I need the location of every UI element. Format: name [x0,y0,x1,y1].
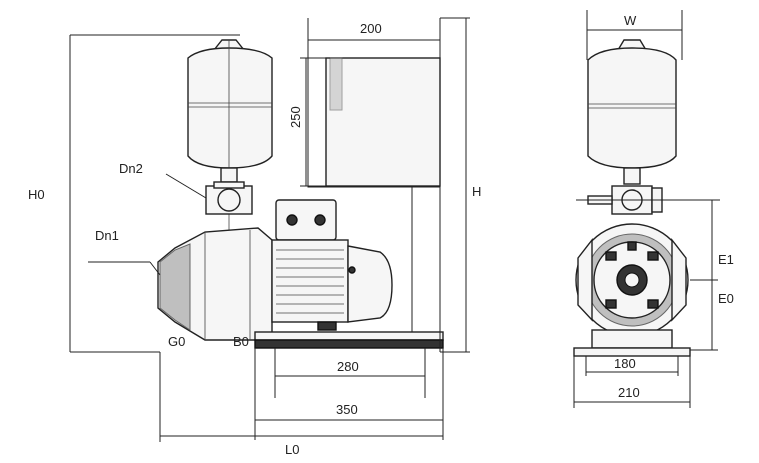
l0-label: L0 [285,442,299,457]
valve-dn2: Dn2 [119,161,253,215]
pump-body: Dn1 [88,227,273,341]
side-base: 180 210 [573,329,691,408]
side-tank [587,39,677,185]
h0-dimension: H0 [28,34,240,353]
h0-label: H0 [28,187,45,202]
side-view: W [573,10,734,408]
top-width-dimension: 200 [360,21,382,36]
side-inner-dimension: 180 [614,356,636,371]
side-pump-face [575,223,689,337]
motor-fins [276,249,344,314]
front-view: H0 Dn2 Dn1 [28,17,481,457]
dn1-label: Dn1 [95,228,119,243]
e1-label: E1 [718,252,734,267]
motor [271,199,393,331]
side-outer-dimension: 210 [618,385,640,400]
g0-label: G0 [168,334,185,349]
e-dimensions: E1 E0 [690,200,734,351]
expansion-tank [187,39,273,235]
h-label: H [472,184,481,199]
base-inner-dimension: 280 [337,359,359,374]
b0-label: B0 [233,334,249,349]
control-box: 200 250 H [288,17,481,353]
e0-label: E0 [718,291,734,306]
base-plate: 280 350 L0 G0 B0 [159,331,444,457]
side-valve [576,185,720,215]
tank-height-dimension: 250 [288,106,303,128]
w-label: W [624,13,637,28]
dn2-label: Dn2 [119,161,143,176]
w-dimension: W [586,10,683,60]
base-outer-dimension: 350 [336,402,358,417]
